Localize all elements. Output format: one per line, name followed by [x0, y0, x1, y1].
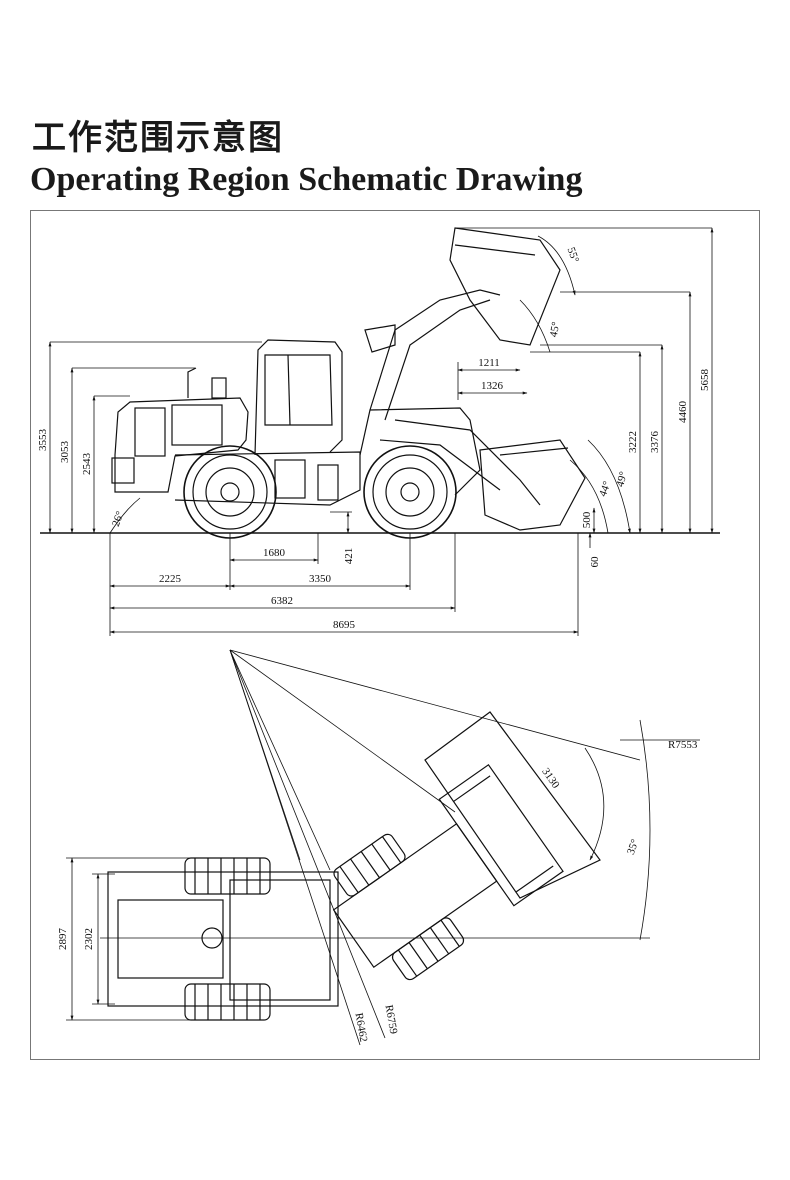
angle-44-label: 44° — [597, 480, 614, 499]
drawing-frame — [30, 210, 760, 1060]
wheelbase-1680-label: 1680 — [263, 547, 286, 559]
length-8695-label: 8695 — [333, 619, 356, 631]
side-view-labels: 3553 3053 2543 3222 3376 4460 5658 1211 … — [37, 246, 711, 631]
title-english: Operating Region Schematic Drawing — [30, 161, 583, 198]
length-3350-label: 3350 — [309, 573, 332, 585]
side-view-loader — [40, 227, 720, 539]
angle-49-label: 49° — [614, 470, 630, 488]
clearance-421-label: 421 — [343, 548, 355, 565]
radius-r6462-label: R6462 — [352, 1012, 369, 1043]
height-2543-label: 2543 — [81, 453, 93, 476]
height-4460-label: 4460 — [677, 401, 689, 424]
radius-r6759-label: R6759 — [382, 1004, 399, 1035]
height-3053-label: 3053 — [59, 441, 71, 464]
width-2302-label: 2302 — [83, 928, 95, 950]
height-3553-label: 3553 — [37, 429, 49, 452]
reach-1211-label: 1211 — [478, 357, 500, 369]
top-view-labels: 2897 2302 R7553 R6462 R6759 3130 35° — [57, 739, 698, 1043]
articulation-35-label: 35° — [625, 838, 642, 857]
height-3222-label: 3222 — [627, 431, 639, 453]
angle-45-label: 45° — [548, 321, 562, 338]
height-3376-label: 3376 — [649, 431, 661, 454]
top-view-dimensions — [66, 649, 700, 1046]
bucket-width-3130-label: 3130 — [539, 766, 562, 791]
length-6382-label: 6382 — [271, 595, 293, 607]
side-view-dimensions — [48, 227, 714, 636]
width-2897-label: 2897 — [57, 928, 69, 951]
top-view-loader — [107, 711, 601, 1021]
radius-r7553-label: R7553 — [668, 739, 698, 751]
angle-55-label: 55° — [565, 246, 582, 265]
length-2225-label: 2225 — [159, 573, 182, 585]
reach-1326-label: 1326 — [481, 380, 504, 392]
bucket-500-label: 500 — [581, 511, 593, 528]
height-5658-label: 5658 — [699, 369, 711, 392]
title-chinese: 工作范围示意图 — [32, 118, 284, 158]
dig-depth-60-label: 60 — [589, 556, 601, 568]
angle-26-label: 26° — [110, 510, 127, 529]
